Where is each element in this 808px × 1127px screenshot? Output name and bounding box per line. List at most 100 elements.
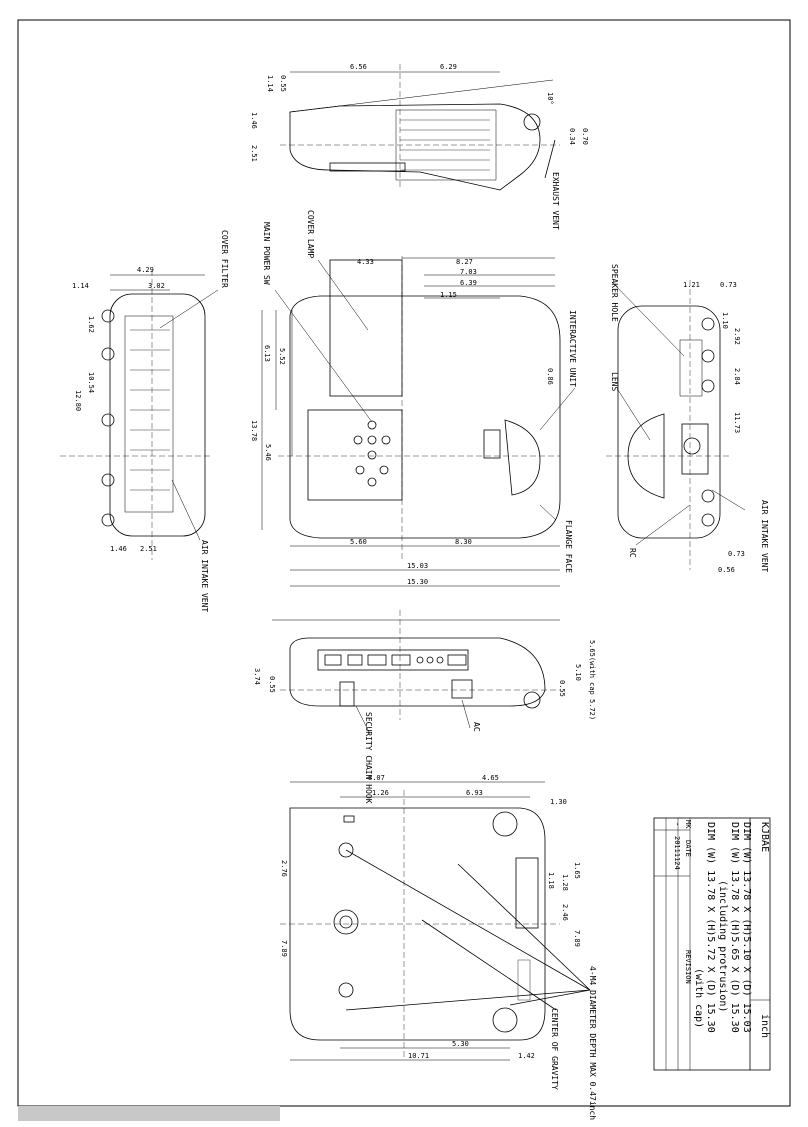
bottom-view (280, 781, 591, 1061)
main-dim-k: 5.60 (350, 538, 367, 546)
left-dim-g: 1.46 (110, 545, 127, 553)
main-dim-g: 6.13 (263, 345, 271, 362)
rear-dim-e: 0.55 (558, 680, 566, 697)
bottom-dim-d: 6.93 (466, 789, 483, 797)
rc-label: RC (628, 548, 637, 558)
rear-dim-d: 5.10 (574, 664, 582, 681)
intake-grille-left (124, 315, 174, 513)
bottom-dim-l: 7.89 (280, 940, 288, 957)
screw-note-label: 4-M4 DIAMETER DEPTH MAX 0.47inch (588, 966, 597, 1120)
rear-outline (289, 637, 546, 707)
io-panel (317, 649, 469, 671)
main-dim-a: 4.33 (357, 258, 374, 266)
rear-dim-c: 5.65(with cap 5.72) (588, 640, 596, 720)
ac-inlet (451, 679, 473, 699)
top-dim-b: 6.29 (440, 63, 457, 71)
center-of-gravity-label: CENTER OF GRAVITY (550, 1008, 559, 1090)
left-dim-d: 1.62 (87, 316, 95, 333)
cover-lamp-label: COVER LAMP (306, 210, 315, 258)
right-dim-b: 0.73 (720, 281, 737, 289)
top-dim-g: 0.70 (581, 128, 589, 145)
exhaust-vent-label: EXHAUST VENT (551, 172, 560, 230)
top-dim-angle: 10° (546, 92, 554, 105)
bottom-dim-f: 2.76 (280, 860, 288, 877)
right-air-intake-label: AIR INTAKE VENT (760, 500, 769, 572)
main-dim-f: 0.86 (546, 368, 554, 385)
main-dim-i: 13.78 (250, 420, 258, 441)
right-dim-c: 1.10 (721, 312, 729, 329)
unit-label: inch (759, 1014, 770, 1038)
top-dim-e: 1.46 (250, 112, 258, 129)
security-hook (339, 681, 355, 707)
top-view-outline (289, 103, 541, 191)
dim-line-1: DIM (W) 13.78 X (H)5.10 X (D) 15.03 (741, 822, 752, 1033)
left-dim-e: 10.54 (87, 372, 95, 393)
right-dim-d: 2.92 (733, 328, 741, 345)
top-dim-d: 1.14 (266, 75, 274, 92)
bottom-dim-n: 10.71 (408, 1052, 429, 1060)
main-outline (289, 295, 561, 539)
top-view (280, 64, 560, 191)
bottom-dim-h: 1.28 (561, 874, 569, 891)
sheet-border (17, 19, 791, 1107)
rev-date-value: 20111124 (673, 836, 681, 870)
top-dim-f: 2.51 (250, 145, 258, 162)
dim-line-2: DIM (W) 13.78 X (H)5.65 X (D) 15.30 (729, 822, 740, 1033)
main-view (261, 256, 576, 587)
top-dim-a: 6.56 (350, 63, 367, 71)
main-dim-h: 5.52 (278, 348, 286, 365)
rear-view (272, 610, 560, 735)
cover-filter-label: COVER FILTER (220, 230, 229, 288)
main-dim-c: 7.03 (460, 268, 477, 276)
bottom-dim-m: 5.30 (452, 1040, 469, 1048)
right-dim-g: 0.73 (728, 550, 745, 558)
dim-line-5: (with cap) (693, 968, 704, 1028)
speaker-hole-label: SPEAKER HOLE (610, 264, 619, 322)
title-block (653, 817, 771, 1071)
left-dim-b: 3.02 (148, 282, 165, 290)
bottom-dim-j: 2.46 (561, 904, 569, 921)
left-air-intake-label: AIR INTAKE VENT (200, 540, 209, 612)
right-dim-e: 2.84 (733, 368, 741, 385)
bottom-dim-g: 1.65 (573, 862, 581, 879)
bottom-dim-b: 4.65 (482, 774, 499, 782)
bottom-dim-i: 1.18 (547, 872, 555, 889)
left-dim-c: 1.14 (72, 282, 89, 290)
top-dim-c: 0.55 (279, 75, 287, 92)
bottom-dim-e: 1.30 (550, 798, 567, 806)
main-dim-b: 8.27 (456, 258, 473, 266)
security-chain-hook-label: SECURITY CHAIN HOOK (364, 712, 373, 804)
ac-label: AC (472, 722, 481, 732)
interactive-unit (504, 419, 541, 496)
control-panel (307, 409, 403, 501)
cover-lamp-panel (329, 259, 403, 397)
main-dim-l: 8.30 (455, 538, 472, 546)
dim-line-3: (including protrusion) (717, 880, 728, 1012)
rev-mk-value: - (673, 822, 681, 826)
lens-label: LENS (610, 372, 619, 391)
main-dim-n: 15.30 (407, 578, 428, 586)
main-dim-j: 5.46 (264, 444, 272, 461)
model-name: KJBAE (759, 822, 770, 852)
rear-dim-a: 3.74 (253, 668, 261, 685)
interactive-unit-label: INTERACTIVE UNIT (568, 310, 577, 387)
left-dim-a: 4.29 (137, 266, 154, 274)
rev-date-header: DATE (684, 840, 692, 857)
main-dim-e: 1.15 (440, 291, 457, 299)
bottom-dim-k: 7.89 (573, 930, 581, 947)
bottom-outline (289, 807, 546, 1041)
left-side-view (60, 270, 219, 560)
right-side-outline (617, 305, 721, 539)
bottom-dim-o: 1.42 (518, 1052, 535, 1060)
rear-dim-b: 0.55 (268, 676, 276, 693)
bottom-dim-a: 8.07 (368, 774, 385, 782)
top-dim-h: 0.34 (568, 128, 576, 145)
speaker-grille (679, 339, 703, 397)
left-dim-h: 2.51 (140, 545, 157, 553)
horizontal-scrollbar[interactable] (18, 1106, 280, 1121)
top-view-tilt-line (289, 79, 554, 113)
right-dim-h: 0.56 (718, 566, 735, 574)
main-power-sw-label: MAIN POWER SW (262, 222, 271, 285)
